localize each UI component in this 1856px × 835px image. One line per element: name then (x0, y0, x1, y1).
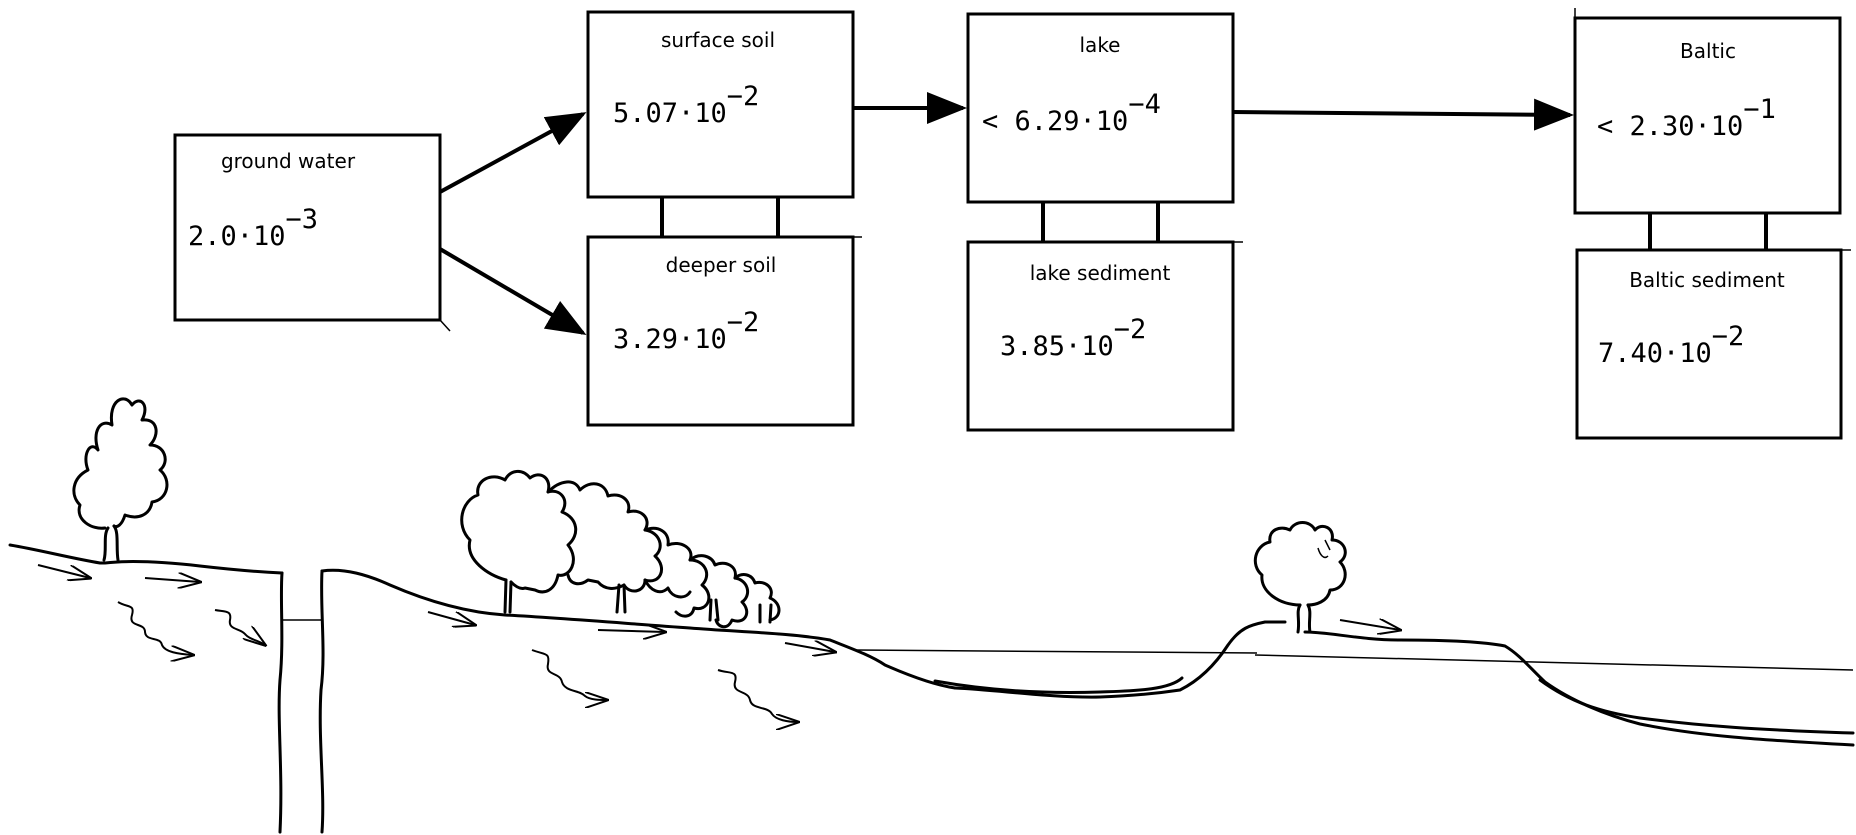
lake-basin (854, 620, 1287, 699)
flow-arrow-lake-to-baltic (1232, 98, 1574, 131)
deeper-soil-box: deeper soil 3.29·10−2 (586, 235, 862, 427)
surface-flow-arrows (37, 564, 1400, 652)
ground-surface-left (8, 543, 284, 575)
deeper-soil-label: deeper soil (666, 253, 777, 277)
ground-water-box: ground water 2.0·10−3 (173, 133, 451, 332)
deeper-soil-value: 3.29·10−2 (613, 307, 759, 355)
flow-arrow-ground-to-surface (439, 112, 587, 194)
surface-deeper-connector (660, 197, 780, 237)
baltic-value: < 2.30·10−1 (1597, 94, 1776, 142)
lake-sediment-label: lake sediment (1030, 261, 1171, 285)
tree-cluster (460, 470, 781, 629)
baltic-sediment-label: Baltic sediment (1629, 268, 1785, 292)
well-shaft (277, 569, 325, 834)
surface-soil-box: surface soil 5.07·10−2 (586, 10, 855, 199)
lake-value: < 6.29·10−4 (982, 89, 1161, 137)
baltic-sediment-value: 7.40·10−2 (1598, 321, 1744, 369)
lake-sediment-box: lake sediment 3.85·10−2 (966, 240, 1243, 432)
landscape-illustration (8, 397, 1855, 834)
baltic-box: Baltic < 2.30·10−1 (1573, 8, 1842, 215)
flow-arrow-ground-to-deeper (438, 247, 587, 336)
lake-box: lake < 6.29·10−4 (966, 12, 1235, 204)
baltic-sediment-box: Baltic sediment 7.40·10−2 (1575, 248, 1851, 440)
surface-soil-label: surface soil (661, 28, 775, 52)
baltic-sediment-connector (1648, 213, 1768, 250)
lake-sediment-connector (1041, 202, 1160, 242)
groundwater-flow-arrows (117, 601, 798, 722)
shore-and-sea-bottom (1303, 630, 1855, 747)
tree-shore (1253, 521, 1347, 634)
ground-water-value: 2.0·10−3 (188, 204, 318, 252)
lake-label: lake (1080, 33, 1121, 57)
ground-water-label: ground water (221, 149, 356, 173)
tree-left (72, 397, 169, 562)
lake-sediment-value: 3.85·10−2 (1000, 314, 1146, 362)
surface-soil-value: 5.07·10−2 (613, 81, 759, 129)
ground-surface-middle (320, 568, 957, 690)
baltic-label: Baltic (1680, 39, 1736, 63)
